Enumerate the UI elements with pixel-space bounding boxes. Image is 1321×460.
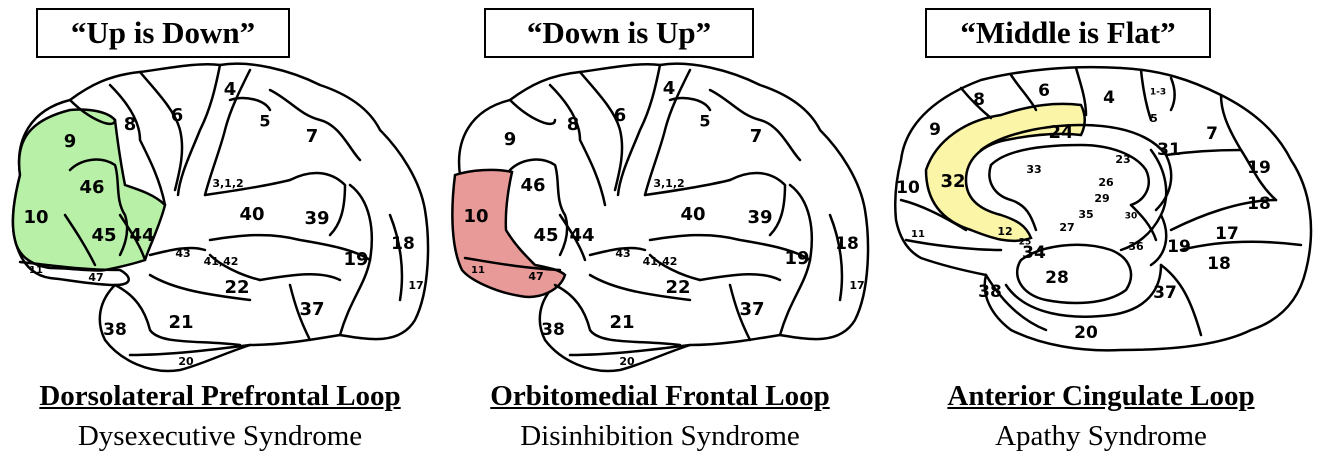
brain-outline (453, 64, 868, 371)
svg-text:27: 27 (1059, 221, 1074, 234)
svg-text:45: 45 (533, 225, 558, 246)
svg-text:19: 19 (343, 249, 368, 270)
loop-name: Dorsolateral Prefrontal Loop (0, 380, 440, 413)
svg-text:9: 9 (64, 131, 77, 152)
svg-text:39: 39 (304, 208, 329, 229)
svg-text:35: 35 (1078, 208, 1093, 221)
svg-text:41,42: 41,42 (204, 255, 239, 268)
svg-text:37: 37 (299, 299, 324, 320)
panel-dorsolateral: “Up is Down” 9 8 6 4 5 (0, 0, 440, 460)
svg-text:17: 17 (849, 279, 864, 292)
svg-text:3,1,2: 3,1,2 (212, 177, 243, 190)
svg-text:6: 6 (171, 105, 184, 126)
svg-text:46: 46 (520, 175, 545, 196)
svg-text:47: 47 (528, 270, 543, 283)
svg-text:8: 8 (567, 114, 580, 135)
svg-text:18: 18 (1247, 194, 1271, 214)
svg-text:46: 46 (79, 177, 104, 198)
svg-text:20: 20 (178, 355, 194, 368)
svg-text:45: 45 (91, 225, 116, 246)
svg-text:18: 18 (391, 234, 415, 254)
svg-text:18: 18 (835, 234, 859, 254)
svg-text:17: 17 (408, 279, 423, 292)
svg-text:31: 31 (1157, 140, 1181, 160)
svg-text:7: 7 (1206, 124, 1218, 144)
svg-text:38: 38 (541, 320, 565, 340)
svg-text:11: 11 (911, 229, 925, 240)
svg-text:21: 21 (168, 312, 193, 333)
svg-text:8: 8 (124, 114, 137, 135)
svg-text:11: 11 (29, 265, 43, 276)
svg-text:29: 29 (1094, 192, 1109, 205)
svg-text:6: 6 (1038, 81, 1050, 101)
loop-name: Orbitomedial Frontal Loop (440, 380, 880, 413)
svg-text:34: 34 (1022, 243, 1046, 263)
svg-text:21: 21 (609, 312, 634, 333)
svg-text:22: 22 (224, 277, 249, 298)
svg-text:44: 44 (129, 225, 154, 246)
svg-text:39: 39 (747, 207, 772, 228)
svg-text:7: 7 (750, 126, 763, 147)
svg-text:44: 44 (569, 225, 594, 246)
syndrome-name: Apathy Syndrome (881, 420, 1321, 453)
syndrome-name: Dysexecutive Syndrome (0, 420, 440, 453)
svg-text:40: 40 (680, 204, 705, 225)
svg-text:7: 7 (306, 126, 319, 147)
svg-text:10: 10 (23, 207, 48, 228)
svg-text:19: 19 (1167, 237, 1191, 257)
svg-text:11: 11 (471, 265, 485, 276)
panel-anterior-cingulate: “Middle is Flat” 8 6 4 1-3 5 7 (881, 0, 1321, 460)
panel-title: “Up is Down” (36, 8, 290, 58)
panel-title: “Middle is Flat” (925, 8, 1211, 58)
svg-text:1-3: 1-3 (1150, 88, 1166, 98)
svg-text:20: 20 (619, 355, 635, 368)
svg-text:4: 4 (224, 79, 237, 100)
svg-text:4: 4 (663, 78, 676, 99)
panel-orbitomedial: “Down is Up” 9 8 6 4 5 7 (440, 0, 880, 460)
svg-text:40: 40 (239, 204, 264, 225)
svg-text:9: 9 (929, 120, 941, 140)
svg-text:12: 12 (997, 225, 1012, 238)
svg-text:41,42: 41,42 (643, 255, 678, 268)
svg-text:10: 10 (896, 178, 920, 198)
svg-text:24: 24 (1048, 122, 1073, 143)
loop-name: Anterior Cingulate Loop (881, 380, 1321, 413)
svg-text:10: 10 (463, 206, 488, 227)
svg-text:36: 36 (1128, 240, 1144, 253)
svg-text:28: 28 (1045, 268, 1069, 288)
svg-text:30: 30 (1125, 212, 1138, 222)
svg-text:18: 18 (1207, 254, 1231, 274)
svg-text:37: 37 (1153, 283, 1177, 303)
svg-text:22: 22 (665, 277, 690, 298)
svg-text:47: 47 (88, 271, 103, 284)
svg-text:3,1,2: 3,1,2 (653, 177, 684, 190)
svg-text:5: 5 (699, 112, 710, 131)
svg-text:38: 38 (103, 320, 127, 340)
panel-title: “Down is Up” (484, 8, 754, 58)
svg-text:8: 8 (973, 90, 985, 110)
svg-text:4: 4 (1103, 88, 1115, 108)
svg-text:38: 38 (978, 282, 1002, 302)
medial-brain-diagram: 8 6 4 1-3 5 7 9 24 31 19 10 32 33 23 26 … (881, 60, 1321, 380)
svg-text:23: 23 (1115, 153, 1130, 166)
svg-text:32: 32 (940, 171, 965, 192)
svg-text:5: 5 (1150, 112, 1158, 125)
svg-text:17: 17 (1215, 224, 1239, 244)
svg-text:5: 5 (259, 112, 270, 131)
svg-text:19: 19 (1247, 158, 1271, 178)
svg-text:19: 19 (784, 248, 809, 269)
lateral-brain-diagram: 9 8 6 4 5 7 46 10 45 44 3,1,2 40 39 43 4… (440, 60, 880, 380)
svg-text:26: 26 (1098, 176, 1114, 189)
syndrome-name: Disinhibition Syndrome (440, 420, 880, 453)
svg-text:20: 20 (1074, 323, 1098, 343)
svg-text:6: 6 (614, 105, 627, 126)
svg-text:43: 43 (175, 247, 190, 260)
svg-text:43: 43 (615, 247, 630, 260)
svg-text:37: 37 (739, 299, 764, 320)
svg-text:33: 33 (1026, 163, 1041, 176)
svg-text:9: 9 (504, 129, 517, 150)
lateral-brain-diagram: 9 8 6 4 5 7 46 10 45 44 3,1,2 40 39 43 4… (0, 60, 440, 380)
